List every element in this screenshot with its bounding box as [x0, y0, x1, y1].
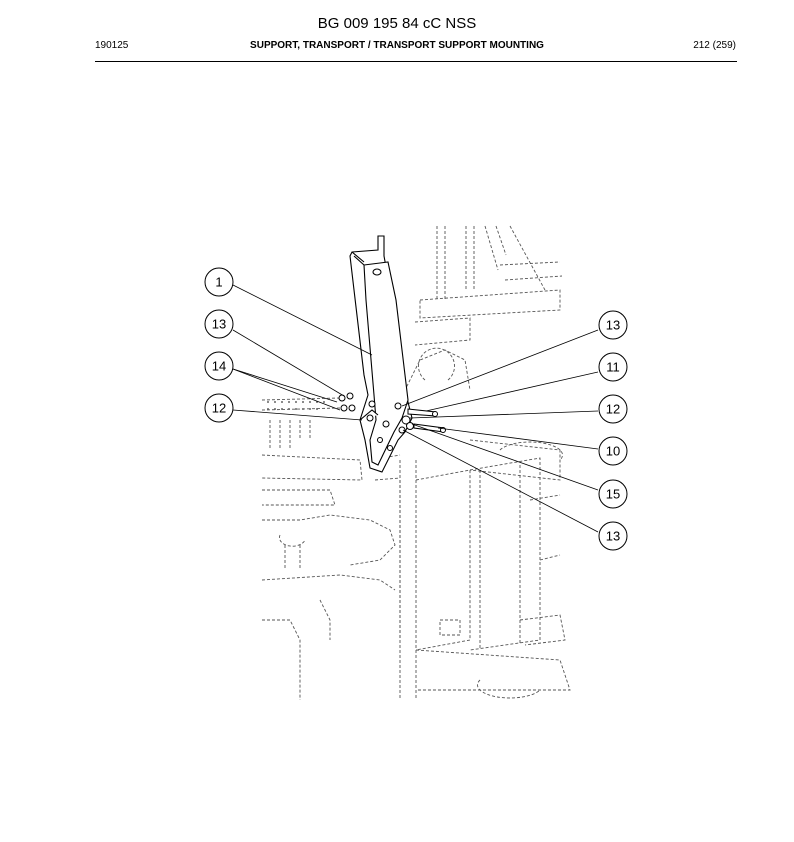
callout-number: 10	[606, 444, 620, 459]
callout-13-lower-right: 13	[598, 521, 628, 551]
callout-10: 10	[598, 436, 628, 466]
callout-1: 1	[204, 267, 234, 297]
document-title: BG 009 195 84 cC NSS	[317, 15, 477, 32]
callout-number: 12	[212, 401, 226, 416]
callout-14: 14	[204, 351, 234, 381]
callout-15: 15	[598, 479, 628, 509]
machine-outline	[261, 225, 571, 700]
date-code: 190125	[95, 40, 129, 51]
callout-13-upper-right: 13	[598, 310, 628, 340]
callout-11: 11	[598, 352, 628, 382]
leader-lines	[232, 284, 599, 533]
callout-number: 12	[606, 402, 620, 417]
header-rule	[95, 61, 737, 62]
fasteners	[338, 392, 446, 451]
callout-13-upper-left: 13	[204, 309, 234, 339]
callout-number: 13	[606, 529, 620, 544]
transport-support-bracket	[349, 235, 413, 473]
callout-number: 13	[606, 318, 620, 333]
hole-pattern	[267, 401, 325, 410]
callout-number: 11	[606, 360, 620, 375]
callout-number: 13	[212, 317, 226, 332]
section-title: SUPPORT, TRANSPORT / TRANSPORT SUPPORT M…	[250, 40, 544, 51]
callout-12-left: 12	[204, 393, 234, 423]
callout-12-right: 12	[598, 394, 628, 424]
callout-number: 1	[215, 275, 222, 290]
callout-number: 14	[212, 359, 226, 374]
callout-number: 15	[606, 487, 620, 502]
page-number: 212 (259)	[693, 40, 736, 51]
